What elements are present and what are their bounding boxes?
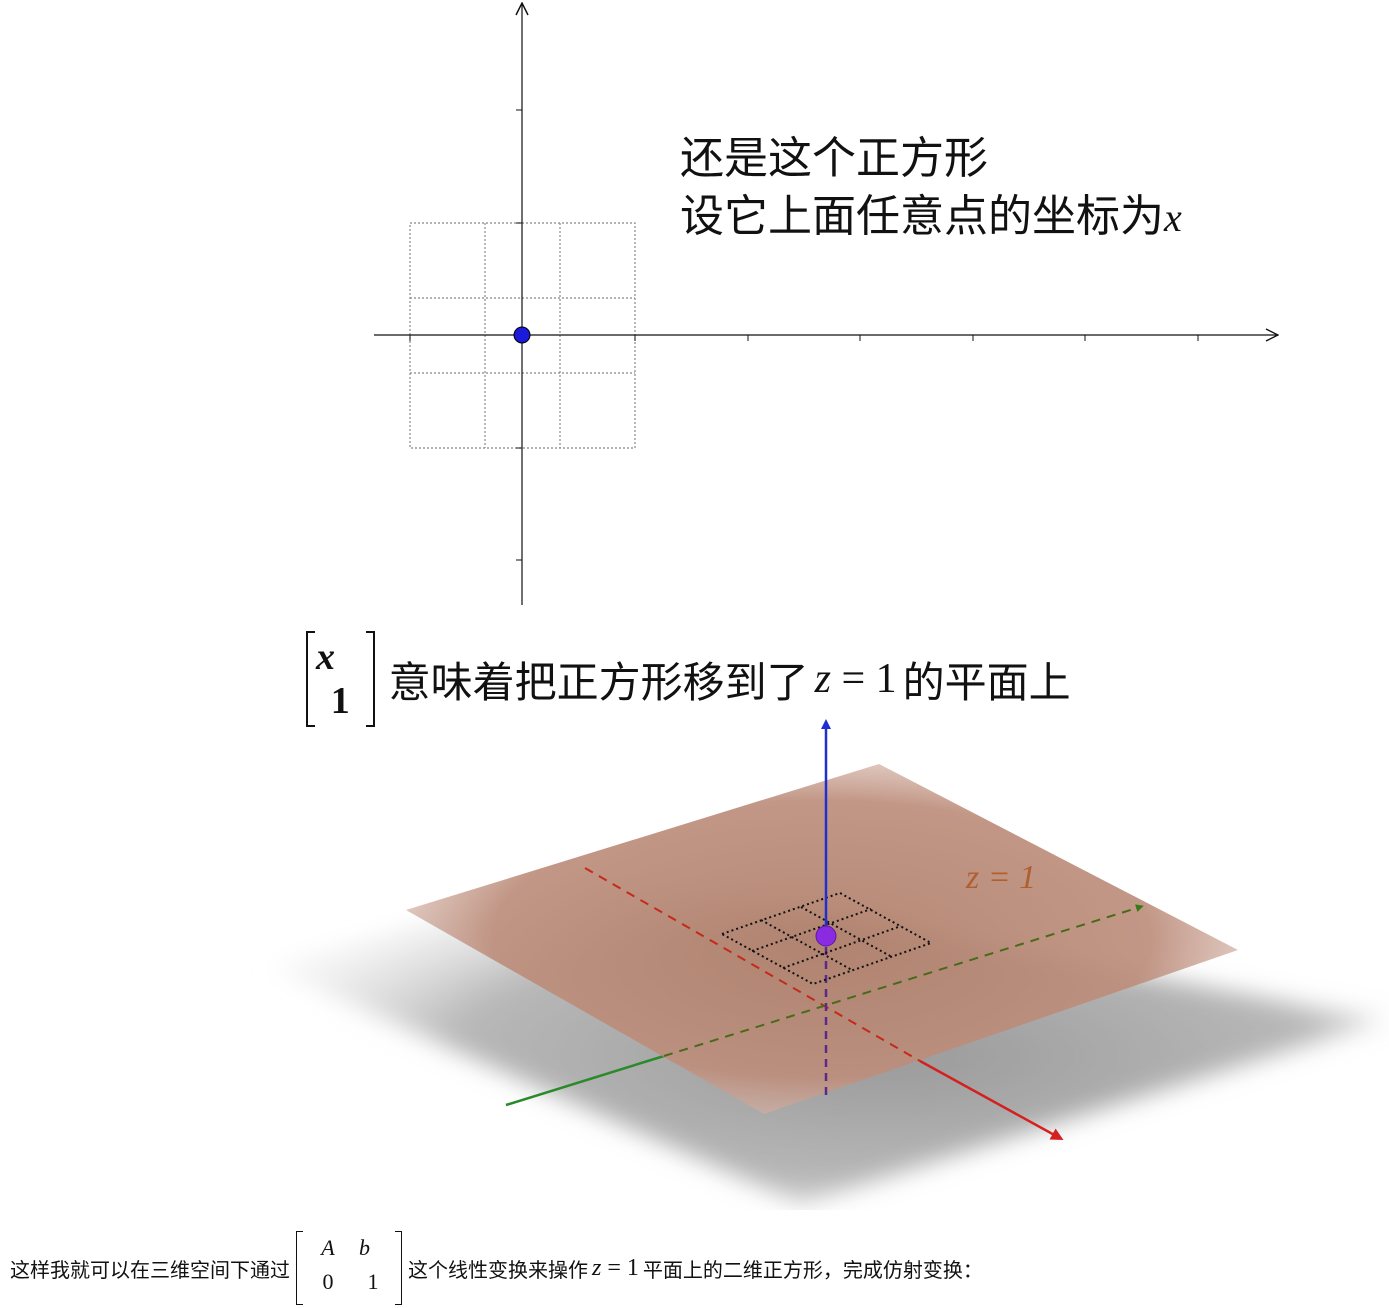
x-axis-solid [919,1059,1064,1141]
matrix-entry-b: b⃗ [358,1235,388,1260]
caption: 这样我就可以在三维空间下通过 A b⃗ 0 1 这个线性变换来操作 z = 1 … [10,1228,983,1308]
annotation-line2: 设它上面任意点的坐标为x⃗ [680,188,1213,247]
matrix-top-entry: x⃗ [316,636,365,678]
scene-3d: z = 1 [268,719,1385,1204]
caption-math-eq: = 1 [607,1254,639,1281]
annotation-line1: 还是这个正方形 [680,133,988,184]
caption-text-after: 平面上的二维正方形，完成仿射变换： [642,1257,983,1282]
dotted-square-3d [719,891,934,986]
title-text-before: 意味着把正方形移到了 [388,657,809,707]
annotation-line2-text: 设它上面任意点的坐标为 [680,191,1164,242]
coordinate-plane-2d [374,0,1389,605]
axis-ticks [409,109,1199,561]
caption-text-middle: 这个线性变换来操作 [408,1257,588,1282]
vector-x-symbol: x⃗ [1164,195,1213,240]
title-math-z: z [814,656,831,702]
point-on-plane [815,925,837,947]
title-math-eq: = 1 [841,656,897,702]
matrix-entry-A: A [321,1235,335,1260]
title-math: z = 1 [815,655,897,703]
figure-3d-title: x⃗ 1 意味着把正方形移到了 z = 1 的平面上 [306,624,1071,734]
title-text-after: 的平面上 [902,657,1071,707]
plane-label: z = 1 [965,859,1036,896]
matrix-entry-1: 1 [367,1269,379,1294]
caption-math-z: z [592,1254,602,1281]
x-axis-dashed [584,867,921,1062]
matrix-entry-0: 0 [322,1269,334,1294]
figure-3d: x⃗ 1 意味着把正方形移到了 z = 1 的平面上 [0,612,1389,1210]
caption-text-before: 这样我就可以在三维空间下通过 [10,1257,290,1282]
origin-point [513,326,531,344]
homogeneous-vector-matrix: x⃗ 1 [306,631,375,727]
figure-2d: 还是这个正方形 设它上面任意点的坐标为x⃗ [0,0,1389,605]
caption-math: z = 1 [592,1255,639,1282]
y-axis-dashed [663,904,1144,1057]
y-axis-solid [505,1054,665,1107]
affine-matrix: A b⃗ 0 1 [296,1231,402,1305]
matrix-bottom-entry: 1 [330,680,350,722]
